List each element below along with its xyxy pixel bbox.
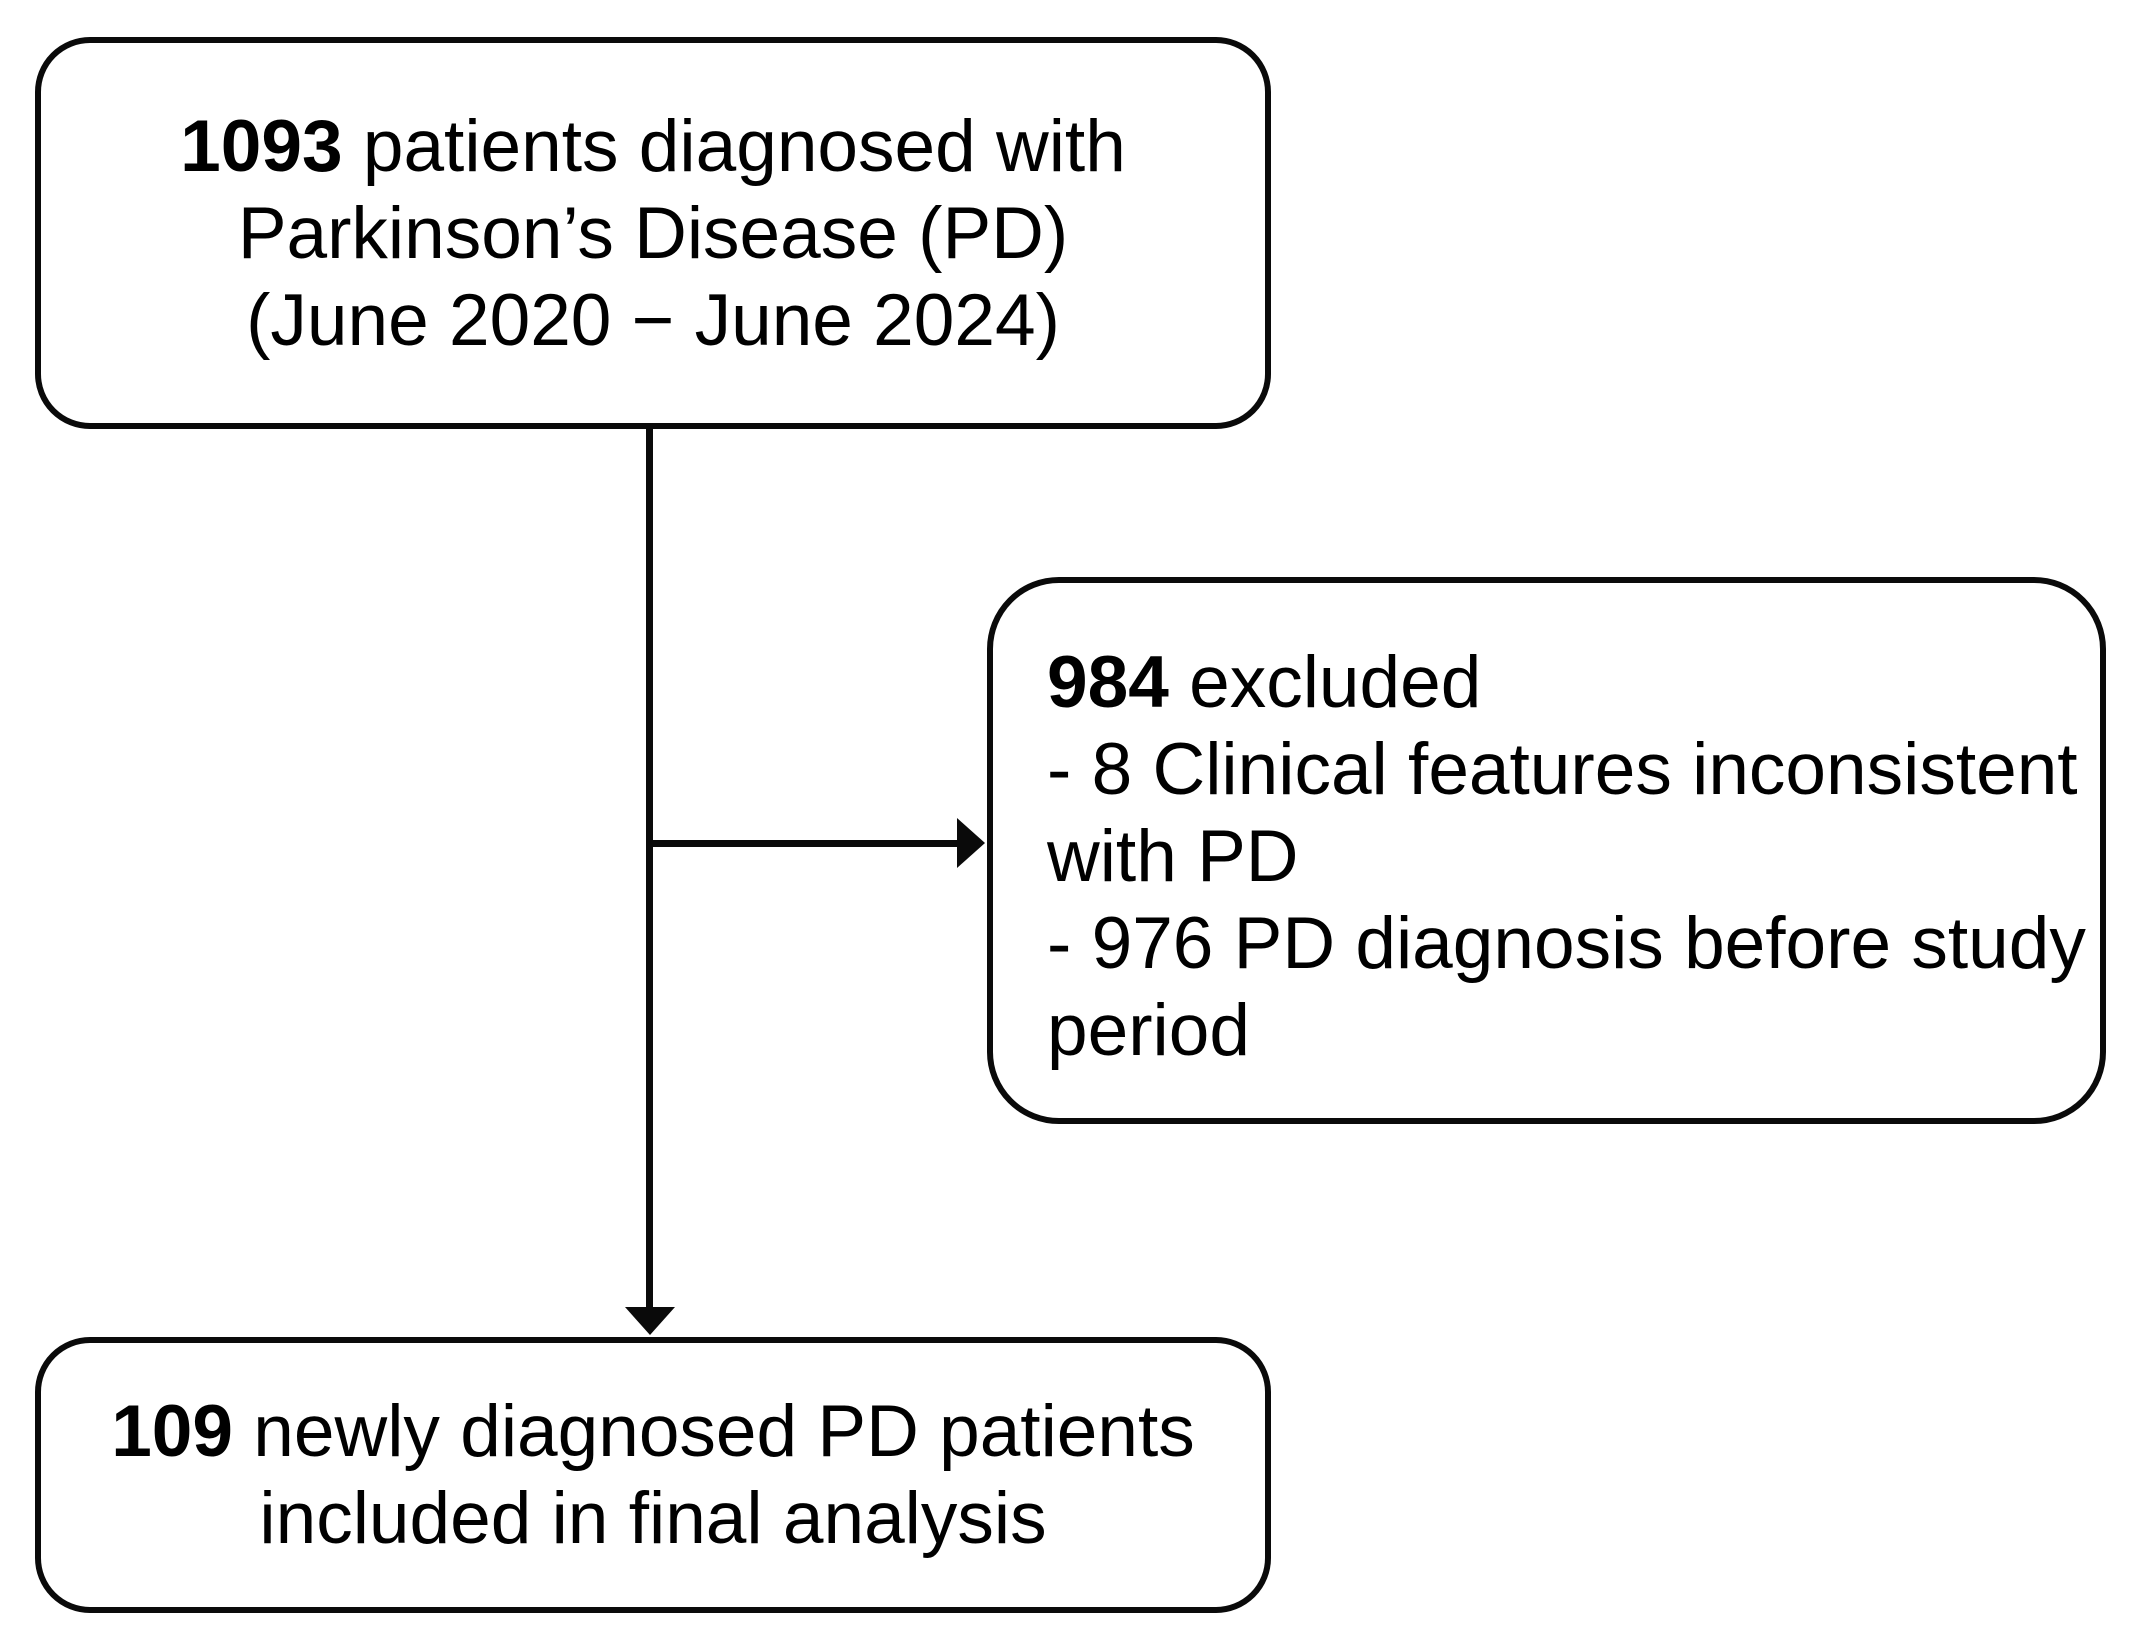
right-arrowhead-icon	[957, 818, 985, 868]
exclusion-line1: 984 excluded	[1047, 639, 2080, 726]
enrollment-count: 1093	[180, 105, 343, 187]
final-line2: included in final analysis	[259, 1478, 1047, 1559]
final-line1-text: newly diagnosed PD patients	[233, 1391, 1195, 1472]
final-analysis-box: 109 newly diagnosed PD patients included…	[35, 1337, 1271, 1613]
vertical-connector-line	[646, 428, 653, 1310]
exclusion-line1-text: excluded	[1168, 642, 1482, 723]
down-arrowhead-icon	[625, 1307, 675, 1335]
final-count: 109	[111, 1391, 234, 1472]
horizontal-connector-line	[650, 840, 960, 847]
exclusion-box: 984 excluded - 8 Clinical features incon…	[987, 577, 2106, 1124]
exclusion-line3: with PD	[1047, 816, 1299, 897]
exclusion-line4: - 976 PD diagnosis before study	[1047, 903, 2086, 984]
enrollment-line2: Parkinson’s Disease (PD)	[237, 192, 1069, 274]
exclusion-line5: period	[1047, 990, 1250, 1071]
enrollment-line1: 1093 patients diagnosed with	[180, 103, 1126, 190]
exclusion-count: 984	[1047, 642, 1169, 723]
final-line1: 109 newly diagnosed PD patients	[111, 1388, 1195, 1475]
enrollment-line1-text: patients diagnosed with	[342, 105, 1126, 187]
enrollment-line3: (June 2020 − June 2024)	[246, 279, 1060, 361]
enrollment-box: 1093 patients diagnosed with Parkinson’s…	[35, 37, 1271, 429]
exclusion-line2: - 8 Clinical features inconsistent	[1047, 729, 2078, 810]
